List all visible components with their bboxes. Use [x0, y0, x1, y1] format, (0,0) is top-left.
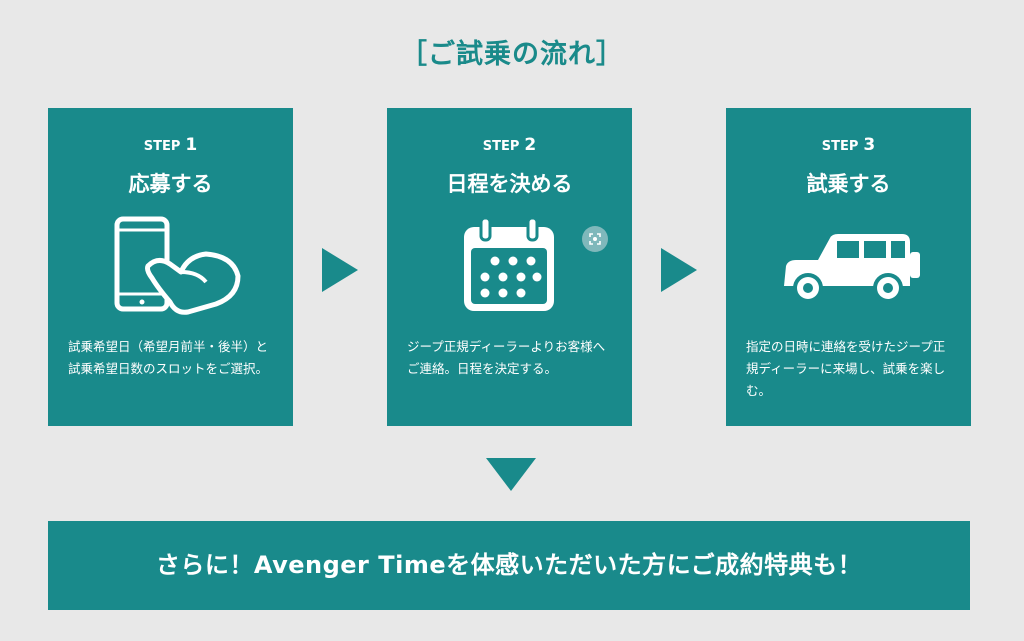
arrow-right-icon — [661, 248, 697, 292]
step-number: 2 — [524, 135, 537, 155]
step-card-2: STEP 2 日程を決める ジープ正規ディーラーよりお客様へご連絡。日程を決定する… — [387, 108, 632, 426]
step-description: 指定の日時に連絡を受けたジープ正規ディーラーに来場し、試乗を楽しむ。 — [746, 339, 946, 398]
step-title: 試乗する — [806, 172, 891, 196]
calendar-icon — [387, 216, 632, 316]
step-title: 日程を決める — [446, 172, 573, 196]
step-card-1: STEP 1 応募する 試乗希望日（希望月前半・後半）と試乗希望日数のスロットをご… — [48, 108, 293, 426]
step-title: 応募する — [128, 172, 213, 196]
step-card-3: STEP 3 試乗する 指定の日時に連絡を受けたジープ正規ディーラーに来場し、試乗… — [726, 108, 971, 426]
step-word: STEP — [821, 139, 859, 154]
jeep-car-icon — [726, 216, 971, 316]
step-description: ジープ正規ディーラーよりお客様へご連絡。日程を決定する。 — [407, 339, 606, 376]
step-label: STEP 3 — [726, 135, 971, 155]
arrow-right-icon — [322, 248, 358, 292]
step-label: STEP 2 — [387, 135, 632, 155]
scan-icon[interactable] — [582, 226, 608, 252]
arrow-down-icon — [486, 458, 536, 491]
step-number: 1 — [185, 135, 198, 155]
benefit-banner: さらに！Avenger Timeを体感いただいた方にご成約特典も！ — [48, 521, 970, 610]
page-title: ［ご試乗の流れ］ — [400, 39, 624, 70]
step-number: 3 — [863, 135, 876, 155]
step-word: STEP — [482, 139, 520, 154]
step-description: 試乗希望日（希望月前半・後半）と試乗希望日数のスロットをご選択。 — [68, 339, 269, 376]
step-word: STEP — [143, 139, 181, 154]
step-label: STEP 1 — [48, 135, 293, 155]
phone-tap-icon — [48, 216, 293, 316]
